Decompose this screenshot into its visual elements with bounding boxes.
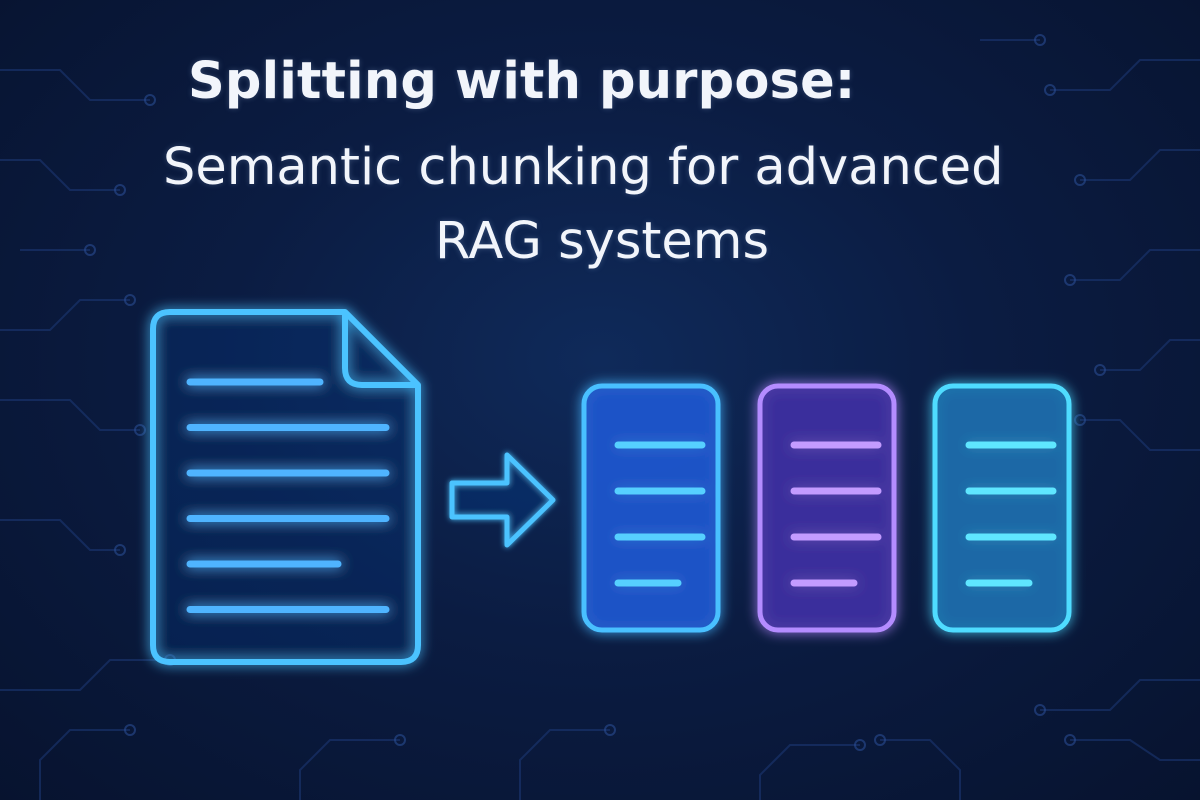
title-line-1: Splitting with purpose: (188, 52, 856, 111)
chunk-purple-frame (757, 383, 897, 633)
arrow-right-icon (449, 452, 556, 548)
title-line-2: Semantic chunking for advanced (163, 138, 1004, 197)
chunk-blue-card (581, 383, 721, 633)
title-line-3: RAG systems (435, 212, 770, 271)
chunk-blue-frame (581, 383, 721, 633)
document-icon (150, 309, 421, 665)
chunk-teal-card (932, 383, 1072, 633)
chunk-purple-card (757, 383, 897, 633)
chunk-teal-frame (932, 383, 1072, 633)
